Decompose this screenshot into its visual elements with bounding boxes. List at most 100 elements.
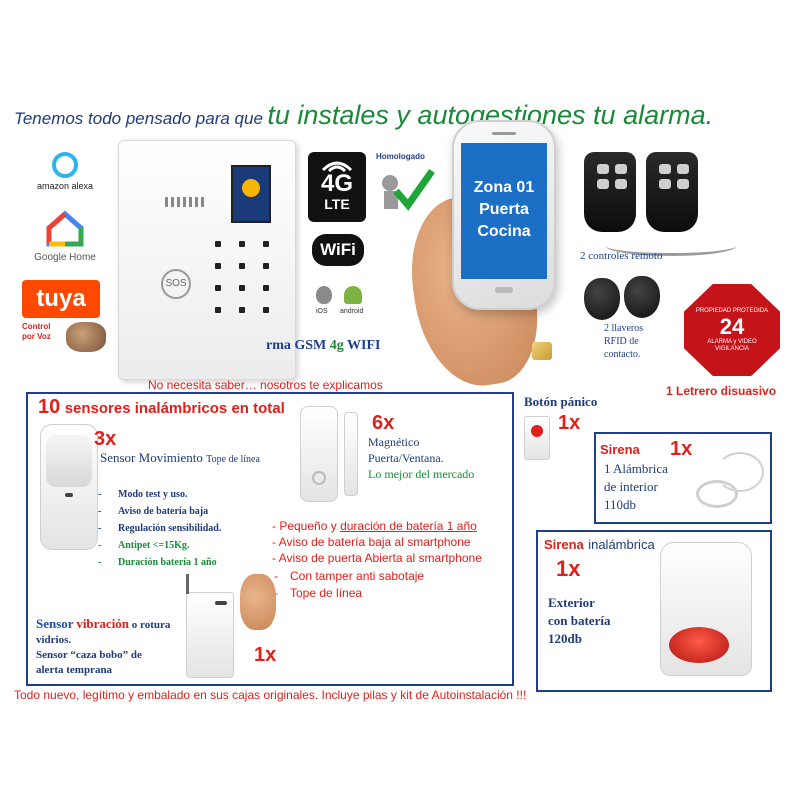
badge-4g-lte: 4G LTE	[308, 152, 366, 222]
magnetic-button-icon	[312, 471, 326, 485]
android-icon	[344, 286, 362, 304]
feature-1a: - Pequeño y	[272, 519, 337, 533]
motion-title-part2: Movimiento	[138, 450, 203, 465]
feature-sublist: Con tamper anti sabotaje Tope de línea	[272, 568, 510, 602]
key	[263, 307, 269, 313]
knocking-hand-icon	[240, 574, 276, 630]
siren-indoor-title: Sirena	[600, 442, 640, 457]
motion-qty: 3x	[94, 428, 117, 450]
panel-caption-prefix: rma GSM	[266, 338, 327, 353]
panel-keypad	[215, 241, 285, 341]
siren-outdoor-line-2: con batería	[548, 613, 611, 628]
remote-button	[615, 164, 627, 174]
siren-indoor-text: 1 Alámbrica de interior 110db	[604, 460, 704, 514]
vibration-part3: o rotura vidrios.	[36, 619, 171, 646]
panel-caption-4g: 4g	[329, 338, 344, 353]
phone-line-3: Cocina	[477, 223, 531, 240]
homologado-badge: Homologado	[376, 152, 442, 220]
vibration-dots-icon	[215, 601, 227, 605]
siren-indoor-qty: 1x	[670, 438, 693, 460]
siren-outdoor-line-1: Exterior	[548, 595, 595, 610]
key	[263, 263, 269, 269]
magnetic-sensor-magnet-image	[344, 412, 358, 496]
feature-sub-item: Tope de línea	[272, 585, 510, 602]
motion-led-icon	[65, 493, 73, 497]
sensors-title: 10 sensores inalámbricos en total	[38, 396, 285, 419]
headline: Tenemos todo pensado para que tu instale…	[14, 100, 794, 131]
remote-button	[597, 179, 609, 189]
vibration-part2: vibración	[76, 616, 130, 631]
voice-hand-icon	[66, 322, 106, 352]
sos-label: SOS	[165, 278, 187, 289]
footer-note: Todo nuevo, legítimo y embalado en sus c…	[14, 688, 527, 702]
vibration-antenna-icon	[186, 574, 189, 594]
key	[215, 263, 221, 269]
sensors-box	[26, 392, 514, 686]
motion-lens-icon	[46, 435, 92, 487]
panel-screen	[231, 165, 271, 223]
motion-feature-item: Modo test y uso.	[96, 486, 276, 503]
apple-icon	[316, 286, 332, 304]
outdoor-siren-image	[660, 542, 752, 676]
checkmark-icon	[382, 168, 435, 211]
key	[263, 241, 269, 247]
remote-button	[659, 164, 671, 174]
motion-features: Modo test y uso. Aviso de batería baja R…	[96, 486, 276, 571]
siren-strobe-icon	[669, 627, 729, 663]
siren-indoor-box	[594, 432, 772, 524]
key	[239, 263, 245, 269]
siren-outdoor-text: Exterior con batería 120db	[548, 594, 648, 648]
vibration-line-2: Sensor “caza bobo” de alerta temprana	[36, 649, 142, 676]
alexa-ring-icon	[52, 152, 78, 178]
siren-indoor-line-2: de interior	[604, 479, 658, 494]
key	[239, 285, 245, 291]
panel-caption-wifi: WIFI	[347, 338, 381, 353]
indoor-siren-image	[696, 480, 738, 508]
keyring-icon	[606, 236, 736, 256]
motion-feature-item: Antipet <=15Kg.	[96, 537, 276, 554]
phone-home-icon	[495, 287, 513, 293]
tagline: No necesita saber… nosotros te explicamo…	[148, 378, 383, 392]
homologado-label: Homologado	[376, 152, 425, 161]
panic-button-image	[524, 416, 550, 460]
rfid-fob-2-image	[624, 276, 660, 318]
feature-line-1: - Pequeño y duración de batería 1 año	[272, 518, 510, 534]
motion-sensor-image	[40, 424, 98, 550]
motion-feature-item: Duración batería 1 año	[96, 554, 276, 571]
siren-outdoor-line-3: 120db	[548, 631, 582, 646]
key	[239, 307, 245, 313]
magnetic-qty: 6x	[372, 412, 395, 434]
rfid-fob-1-image	[584, 278, 620, 320]
sim-card-icon	[532, 342, 552, 360]
wifi-badge: WiFi	[312, 234, 364, 266]
remote-control-2-image	[646, 152, 698, 232]
remote-buttons	[584, 152, 636, 189]
badge-lte-label: LTE	[324, 196, 350, 212]
siren-outdoor-title-1: Sirena	[544, 537, 584, 552]
siren-indoor-line-1: 1 Alámbrica	[604, 461, 668, 476]
alarm-panel-image: SOS	[118, 140, 296, 380]
remote-button	[659, 179, 671, 189]
remote-buttons	[646, 152, 698, 189]
panic-qty: 1x	[558, 412, 581, 434]
panic-label: Botón pánico	[524, 394, 598, 409]
signal-wave-icon	[321, 161, 353, 172]
vibration-part1: Sensor	[36, 616, 74, 631]
google-home-label: Google Home	[34, 252, 96, 263]
badge-4g-label: 4G	[320, 170, 353, 197]
siren-cable-icon	[716, 452, 764, 492]
phone-speaker-icon	[492, 132, 516, 135]
google-home-icon	[46, 210, 84, 247]
magnetic-features: - Pequeño y duración de batería 1 año - …	[272, 518, 510, 602]
remote-button	[677, 179, 689, 189]
tuya-label: tuya	[36, 285, 86, 312]
key	[215, 241, 221, 247]
alexa-label: amazon alexa	[36, 181, 94, 191]
sign-bottom-text: ALARMA y VIDEO VIGILANCIA	[707, 339, 757, 352]
key	[239, 241, 245, 247]
remote-control-1-image	[584, 152, 636, 232]
phone-line-2: Puerta	[479, 201, 529, 218]
siren-outdoor-title-2: inalámbrica	[588, 537, 655, 552]
siren-indoor-line-3: 110db	[604, 497, 637, 512]
headline-small: Tenemos todo pensado para que	[14, 109, 263, 128]
